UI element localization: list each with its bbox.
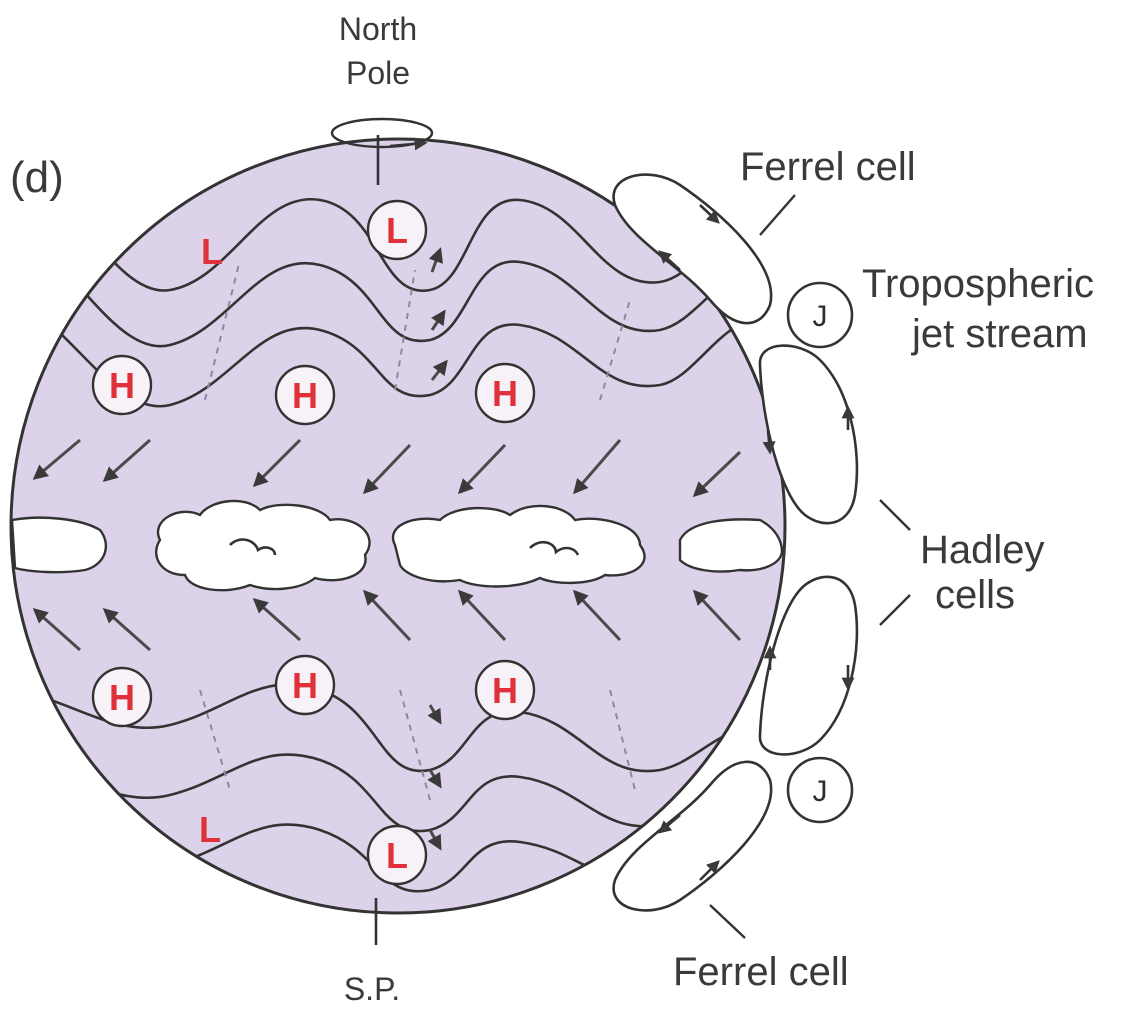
- leader-hadley-upper: [880, 500, 910, 530]
- north-pole-label-line1: North: [339, 11, 417, 47]
- high-n1: H: [109, 365, 135, 406]
- low-sw: L: [199, 809, 221, 850]
- leader-ferrel-top: [760, 195, 795, 235]
- jet-stream-label-line2: jet stream: [911, 312, 1088, 356]
- high-s2: H: [292, 665, 318, 706]
- south-pole-label: S.P.: [344, 971, 400, 1007]
- panel-label: (d): [10, 153, 64, 202]
- leader-ferrel-bottom: [710, 905, 745, 938]
- cloud-left: [12, 518, 106, 572]
- high-s3: H: [492, 670, 518, 711]
- hadley-cells-label-line1: Hadley: [920, 528, 1045, 572]
- high-n2: H: [292, 375, 318, 416]
- low-nw: L: [201, 231, 223, 272]
- leader-hadley-lower: [880, 595, 910, 625]
- cloud-right: [680, 519, 782, 571]
- ferrel-cell-bottom-label: Ferrel cell: [673, 950, 849, 994]
- hadley-cells-label-line2: cells: [935, 573, 1015, 617]
- low-north: L: [386, 210, 408, 251]
- jet-letter-north: J: [813, 300, 828, 333]
- jet-stream-label-line1: Tropospheric: [862, 262, 1094, 306]
- north-pole-label-line2: Pole: [346, 55, 410, 91]
- high-s1: H: [109, 677, 135, 718]
- jet-letter-south: J: [813, 775, 828, 808]
- high-n3: H: [492, 373, 518, 414]
- low-south: L: [386, 835, 408, 876]
- ferrel-cell-top-label: Ferrel cell: [740, 145, 916, 189]
